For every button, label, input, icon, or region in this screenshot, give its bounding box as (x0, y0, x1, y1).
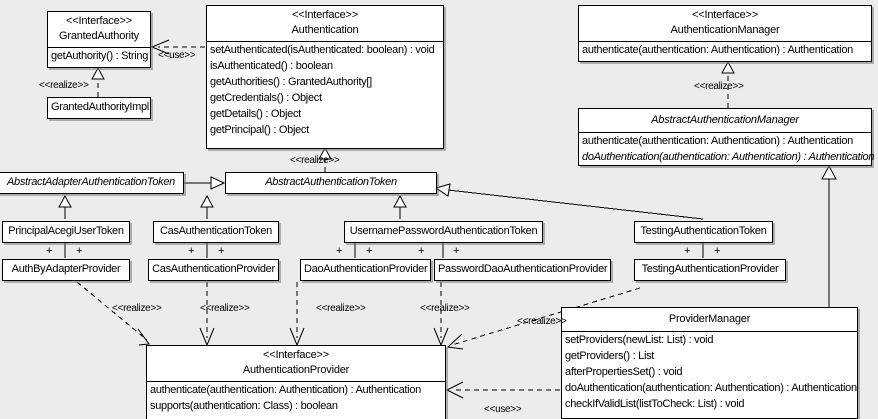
class-header: ProviderManager (562, 308, 857, 332)
member-row: getAuthorities() : GrantedAuthority[] (210, 76, 372, 88)
association-marker-principal-right: + (76, 245, 83, 257)
class-authentication[interactable]: <<Interface>> Authentication setAuthenti… (206, 5, 444, 149)
edge-label-realize-auth-by-adapter: <<realize>> (112, 303, 162, 314)
class-header: <<Interface>> AuthenticationProvider (147, 346, 445, 382)
class-header: AbstractAuthenticationManager (579, 109, 871, 133)
association-marker-principal-left: + (46, 245, 53, 257)
class-name: GrantedAuthorityImpl (51, 101, 149, 113)
association-marker-cas-right: + (218, 245, 225, 257)
class-abstract-authentication-manager[interactable]: AbstractAuthenticationManager authentica… (578, 108, 875, 166)
member-row: setProviders(newList: List) : void (565, 334, 714, 346)
class-principal-acegi-user-token[interactable]: PrincipalAcegiUserToken (2, 221, 130, 243)
class-name: CasAuthenticationToken (159, 225, 273, 237)
class-name: PasswordDaoAuthenticationProvider (438, 263, 608, 275)
class-name: AbstractAdapterAuthenticationToken (7, 176, 175, 188)
class-cas-authentication-provider[interactable]: CasAuthenticationProvider (148, 259, 279, 281)
edge-label-realize-auth-manager: <<realize>> (694, 81, 744, 92)
edge-label-realize-password-dao-provider: <<realize>> (420, 303, 470, 314)
class-name: AuthByAdapterProvider (11, 263, 121, 275)
member-row: getDetails() : Object (210, 108, 301, 120)
edge-label-use-provider-manager: <<use>> (484, 404, 522, 415)
class-password-dao-authentication-provider[interactable]: PasswordDaoAuthenticationProvider (434, 259, 611, 281)
class-provider-manager[interactable]: ProviderManager setProviders(newList: Li… (561, 307, 858, 419)
class-name: AbstractAuthenticationToken (265, 176, 397, 188)
class-dao-authentication-provider[interactable]: DaoAuthenticationProvider (300, 259, 431, 281)
edge-label-realize-testing-provider: <<realize>> (517, 316, 567, 327)
class-name: GrantedAuthority (59, 30, 139, 42)
class-name: TestingAuthenticationProvider (641, 263, 779, 275)
class-abstract-authentication-token[interactable]: AbstractAuthenticationToken (225, 172, 437, 194)
class-testing-authentication-provider[interactable]: TestingAuthenticationProvider (634, 259, 786, 281)
class-name: Authentication (291, 24, 359, 36)
class-name: PrincipalAcegiUserToken (8, 225, 124, 237)
class-authentication-manager[interactable]: <<Interface>> AuthenticationManager auth… (578, 5, 872, 62)
edge-label-realize-dao-provider: <<realize>> (316, 303, 366, 314)
class-header: <<Interface>> GrantedAuthority (48, 12, 150, 48)
stereotype-label: <<Interface>> (66, 15, 132, 27)
class-testing-authentication-token[interactable]: TestingAuthenticationToken (634, 221, 773, 243)
stereotype-label: <<Interface>> (263, 349, 329, 361)
class-name: TestingAuthenticationToken (640, 225, 767, 237)
member-row: afterPropertiesSet() : void (565, 366, 683, 378)
class-granted-authority[interactable]: <<Interface>> GrantedAuthority getAuthor… (47, 11, 151, 68)
class-name: AuthenticationProvider (242, 364, 350, 376)
class-auth-by-adapter-provider[interactable]: AuthByAdapterProvider (2, 259, 130, 281)
edge-testingtoken-extends-abstracttoken (447, 189, 704, 220)
class-name: DaoAuthenticationProvider (304, 263, 428, 275)
edge-label-use-grantedauthority: <<use>> (158, 50, 196, 61)
class-username-password-authentication-token[interactable]: UsernamePasswordAuthenticationToken (344, 221, 543, 243)
member-row: checkIfValidList(listToCheck: List) : vo… (565, 398, 745, 410)
edge-label-realize-authentication-token: <<realize>> (290, 155, 340, 166)
class-name: UsernamePasswordAuthenticationToken (349, 225, 538, 237)
member-row: getCredentials() : Object (210, 92, 322, 104)
class-members: authenticate(authentication: Authenticat… (147, 382, 445, 414)
association-marker-testing-right: + (714, 245, 721, 257)
class-members: getAuthority() : String (48, 48, 150, 64)
class-granted-authority-impl[interactable]: GrantedAuthorityImpl (47, 97, 151, 119)
association-marker-testing-left: + (684, 245, 691, 257)
class-members: setProviders(newList: List) : void getPr… (562, 332, 857, 412)
association-marker-upat-mid-left: + (366, 245, 373, 257)
association-marker-upat-left: + (336, 245, 343, 257)
member-row: isAuthenticated() : boolean (210, 60, 333, 72)
class-name: AuthenticationManager (670, 24, 780, 36)
class-name: CasAuthenticationProvider (152, 263, 275, 275)
member-row: authenticate(authentication: Authenticat… (582, 44, 853, 56)
member-row: doAuthentication(authentication: Authent… (582, 151, 875, 163)
class-authentication-provider[interactable]: <<Interface>> AuthenticationProvider aut… (146, 345, 446, 419)
member-row: getProviders() : List (565, 350, 655, 362)
member-row: authenticate(authentication: Authenticat… (582, 135, 853, 147)
edge-label-realize-cas-provider: <<realize>> (200, 303, 250, 314)
class-abstract-adapter-authentication-token[interactable]: AbstractAdapterAuthenticationToken (0, 172, 184, 194)
member-row: getAuthority() : String (51, 50, 149, 62)
stereotype-label: <<Interface>> (692, 9, 758, 21)
member-row: authenticate(authentication: Authenticat… (150, 384, 421, 396)
class-members: authenticate(authentication: Authenticat… (579, 133, 875, 165)
stereotype-label: <<Interface>> (292, 9, 358, 21)
association-marker-upat-right: + (453, 245, 460, 257)
class-members: setAuthenticated(isAuthenticated: boolea… (207, 42, 443, 138)
class-header: <<Interface>> Authentication (207, 6, 443, 42)
edge-label-realize-grantedauthority: <<realize>> (39, 80, 89, 91)
class-members: authenticate(authentication: Authenticat… (579, 42, 871, 58)
association-marker-cas-left: + (188, 245, 195, 257)
class-name: AbstractAuthenticationManager (651, 114, 799, 126)
class-name: ProviderManager (668, 313, 751, 325)
member-row: doAuthentication(authentication: Authent… (565, 382, 857, 394)
association-marker-upat-mid-right: + (418, 245, 425, 257)
member-row: setAuthenticated(isAuthenticated: boolea… (210, 44, 435, 56)
member-row: supports(authentication: Class) : boolea… (150, 400, 338, 412)
class-cas-authentication-token[interactable]: CasAuthenticationToken (153, 221, 279, 243)
member-row: getPrincipal() : Object (210, 124, 309, 136)
class-header: <<Interface>> AuthenticationManager (579, 6, 871, 42)
